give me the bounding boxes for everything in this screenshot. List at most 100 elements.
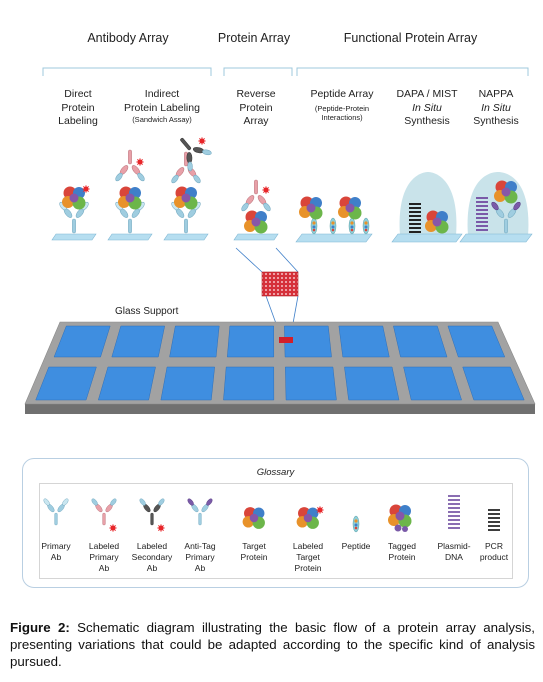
pcr-product-icon [488, 509, 500, 531]
reverse-array-assay [233, 179, 279, 241]
label-line: Reverse [236, 88, 276, 100]
glossary-label-line: Target [242, 541, 266, 551]
section-brackets [42, 67, 529, 76]
column-label-reverse-protein-array: Reverse Protein Array [224, 88, 288, 129]
glossary-label-line: Labeled [292, 541, 324, 551]
column-label-nappa: NAPPA In Situ Synthesis [466, 88, 526, 129]
spot-grid-zoom [261, 271, 299, 297]
column-label-direct-protein-labeling: Direct Protein Labeling [48, 88, 108, 129]
glossary-label-line: Labeled [136, 541, 168, 551]
glossary-label-line: Target [296, 552, 320, 562]
glossary-label-line: Anti-Tag [184, 541, 216, 551]
glass-cell [462, 366, 525, 401]
caption-label: Figure 2: [10, 620, 70, 635]
glossary-label-line: PCR [485, 541, 503, 551]
glass-cell [447, 325, 506, 358]
label-line: Protein Labeling [124, 101, 200, 114]
primary-ab-icon [42, 497, 70, 526]
column-label-peptide-array: Peptide Array (Peptide-Protein Interacti… [298, 88, 386, 123]
glass-cell [35, 366, 97, 401]
label-line: DAPA / MIST [396, 88, 458, 100]
glossary-title: Glossary [256, 467, 295, 478]
figure-caption: Figure 2: Schematic diagram illustrating… [10, 619, 535, 670]
glossary-label: Plasmid-DNA [426, 541, 482, 563]
label-star-icon [315, 505, 325, 515]
glass-cell [160, 366, 215, 401]
column-label-indirect-protein-labeling: Indirect Protein Labeling (Sandwich Assa… [112, 88, 212, 125]
label-line: Direct [64, 88, 92, 100]
label-star-icon [108, 523, 118, 533]
protein-array-diagram [24, 67, 536, 414]
plasmid-dna-icon [448, 495, 460, 529]
caption-text: Schematic diagram illustrating the basic… [10, 620, 535, 669]
glossary-label-line: Ab [194, 563, 206, 573]
peptide-icon [352, 515, 360, 533]
label-line: In Situ [412, 101, 442, 114]
glass-cell [285, 366, 337, 401]
section-title-functional-protein-array: Functional Protein Array [343, 31, 478, 45]
glossary-label-line: Peptide [341, 541, 371, 551]
glass-cell [223, 366, 275, 401]
glossary-label-line: product [479, 552, 509, 562]
labeled-secondary-ab-icon [138, 497, 166, 526]
column-label-dapa-mist: DAPA / MIST In Situ Synthesis [392, 88, 462, 129]
label-line-small: (Sandwich Assay) [132, 115, 192, 124]
label-line: Indirect [144, 88, 180, 100]
glass-cell [227, 325, 275, 358]
label-line: In Situ [481, 101, 511, 114]
peptide-array-assay [295, 196, 373, 243]
dapa-mist-assay [391, 172, 463, 243]
glass-cell [111, 325, 165, 358]
glass-cell [53, 325, 111, 358]
nappa-assay [459, 172, 533, 243]
glossary-label-line: Primary [185, 552, 215, 562]
glossary-label-line: Secondary [131, 552, 173, 562]
label-line: Protein [239, 101, 273, 114]
glossary-label-line: Ab [146, 563, 158, 573]
glossary-label-line: DNA [445, 552, 463, 562]
section-title-antibody-array: Antibody Array [87, 31, 169, 45]
glass-support-slide [24, 321, 536, 414]
glossary-label-line: Ab [50, 552, 62, 562]
anti-tag-primary-ab-icon [186, 497, 214, 526]
label-line: Synthesis [404, 115, 450, 127]
tagged-protein-icon [388, 504, 412, 532]
glass-cell [284, 325, 332, 358]
glossary-label-line: Protein [294, 563, 322, 573]
glossary-label-line: Tagged [388, 541, 416, 551]
labeled-target-protein-icon [296, 507, 319, 529]
glossary-label-line: Primary [41, 541, 71, 551]
indirect-labeling-assay-2 [163, 128, 215, 241]
label-line: NAPPA [478, 88, 514, 100]
label-line: Protein [61, 101, 95, 114]
glass-cell [338, 325, 390, 358]
glass-cell [403, 366, 462, 401]
section-title-protein-array: Protein Array [217, 31, 291, 45]
glossary-label-line: Protein [240, 552, 268, 562]
glass-cell [97, 366, 156, 401]
indirect-labeling-assay-1 [107, 149, 153, 241]
glossary-icons [42, 495, 500, 533]
glossary-label-line: Labeled [88, 541, 120, 551]
direct-labeling-assay [51, 184, 97, 241]
glass-support-label: Glass Support [115, 306, 179, 317]
glossary-label: Peptide [328, 541, 384, 552]
glossary-label-line: Ab [98, 563, 110, 573]
glossary-label-line: Primary [89, 552, 119, 562]
label-line: Peptide Array [310, 88, 374, 100]
glass-cell [393, 325, 448, 358]
selected-spot [279, 337, 293, 343]
label-line-small: (Peptide-Protein [314, 103, 370, 113]
glass-cell [344, 366, 400, 401]
label-line: Synthesis [473, 115, 519, 127]
label-star-icon [156, 523, 166, 533]
